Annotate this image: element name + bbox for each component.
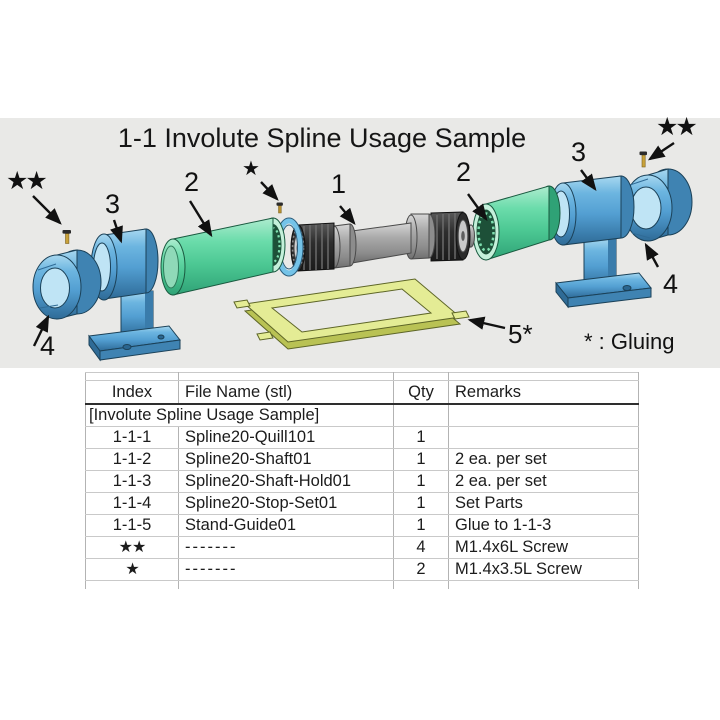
table-row: 1-1-2 Spline20-Shaft01 1 2 ea. per set: [85, 448, 639, 471]
callout-2-left: 2: [184, 167, 200, 197]
callout-4-right: 4: [663, 269, 679, 299]
cell-qty: 2: [393, 558, 449, 581]
screw-right: [639, 151, 647, 168]
table-group-row: [Involute Spline Usage Sample]: [85, 403, 639, 427]
cell-remarks: 2 ea. per set: [448, 448, 639, 471]
callout-stars-right: ★★: [656, 113, 698, 141]
cell-qty: 1: [393, 426, 449, 449]
cell-remarks: Glue to 1-1-3: [448, 514, 639, 537]
cell-index: 1-1-5: [85, 514, 179, 537]
cell-filename: Stand-Guide01: [178, 514, 394, 537]
cell-qty: 4: [393, 536, 449, 559]
table-row: 1-1-4 Spline20-Stop-Set01 1 Set Parts: [85, 492, 639, 515]
cell-index: ★★: [85, 536, 179, 559]
callout-3-right: 3: [571, 137, 587, 167]
screw-center: [276, 202, 283, 214]
cell-filename: Spline20-Shaft-Hold01: [178, 470, 394, 493]
table-row: ★ ------- 2 M1.4x3.5L Screw: [85, 558, 639, 581]
header-remarks: Remarks: [448, 380, 639, 405]
cell-filename: Spline20-Shaft01: [178, 448, 394, 471]
part3-stand-right: [549, 175, 652, 309]
cell-qty: 1: [393, 492, 449, 515]
part1-spline-shaft: [290, 211, 475, 272]
cell-index: 1-1-1: [85, 426, 179, 449]
header-qty: Qty: [393, 380, 449, 405]
cell-filename: Spline20-Quill101: [178, 426, 394, 449]
table-row: ★★ ------- 4 M1.4x6L Screw: [85, 536, 639, 559]
part2-sleeve-left: [160, 217, 286, 296]
callout-3-left: 3: [105, 189, 121, 219]
cell-index: 1-1-3: [85, 470, 179, 493]
cell-filename: -------: [178, 536, 394, 559]
cell-index: ★: [85, 558, 179, 581]
callout-2-right: 2: [456, 157, 472, 187]
cell-filename: -------: [178, 558, 394, 581]
header-index: Index: [85, 380, 179, 405]
table-row: 1-1-5 Stand-Guide01 1 Glue to 1-1-3: [85, 514, 639, 537]
callout-arrows: [32, 142, 675, 347]
table-stub-row: [85, 580, 639, 589]
part5-guide-frame: [233, 278, 470, 350]
cell-remarks: [448, 426, 639, 449]
callout-star-center: ★: [242, 158, 260, 180]
table-row: 1-1-1 Spline20-Quill101 1: [85, 426, 639, 449]
page-title: 1-1 Involute Spline Usage Sample: [117, 123, 527, 153]
cell-index: 1-1-4: [85, 492, 179, 515]
cell-remarks: M1.4x3.5L Screw: [448, 558, 639, 581]
cell-remarks: M1.4x6L Screw: [448, 536, 639, 559]
screw-left: [62, 230, 71, 244]
group-header-cell: [Involute Spline Usage Sample]: [85, 403, 394, 427]
cell-qty: 1: [393, 470, 449, 493]
cell-remarks: 2 ea. per set: [448, 470, 639, 493]
cell-qty: 1: [393, 514, 449, 537]
header-filename: File Name (stl): [178, 380, 394, 405]
cell-index: 1-1-2: [85, 448, 179, 471]
callout-stars-left: ★★: [6, 167, 48, 195]
callout-4-left: 4: [40, 331, 56, 361]
table-row: 1-1-3 Spline20-Shaft-Hold01 1 2 ea. per …: [85, 470, 639, 493]
table-header-row: Index File Name (stl) Qty Remarks: [85, 380, 639, 405]
cell-remarks: Set Parts: [448, 492, 639, 515]
cell-filename: Spline20-Stop-Set01: [178, 492, 394, 515]
cell-qty: 1: [393, 448, 449, 471]
callout-5: 5*: [508, 319, 533, 349]
callout-1: 1: [331, 169, 347, 199]
gluing-note: * : Gluing: [584, 329, 675, 354]
part4-stop-ring-left: [32, 249, 102, 320]
part2-sleeve-right: [472, 185, 561, 261]
part4-stop-ring-right: [623, 168, 693, 242]
table-stub-row: [85, 372, 639, 381]
parts-table: Index File Name (stl) Qty Remarks [Invol…: [85, 372, 639, 589]
